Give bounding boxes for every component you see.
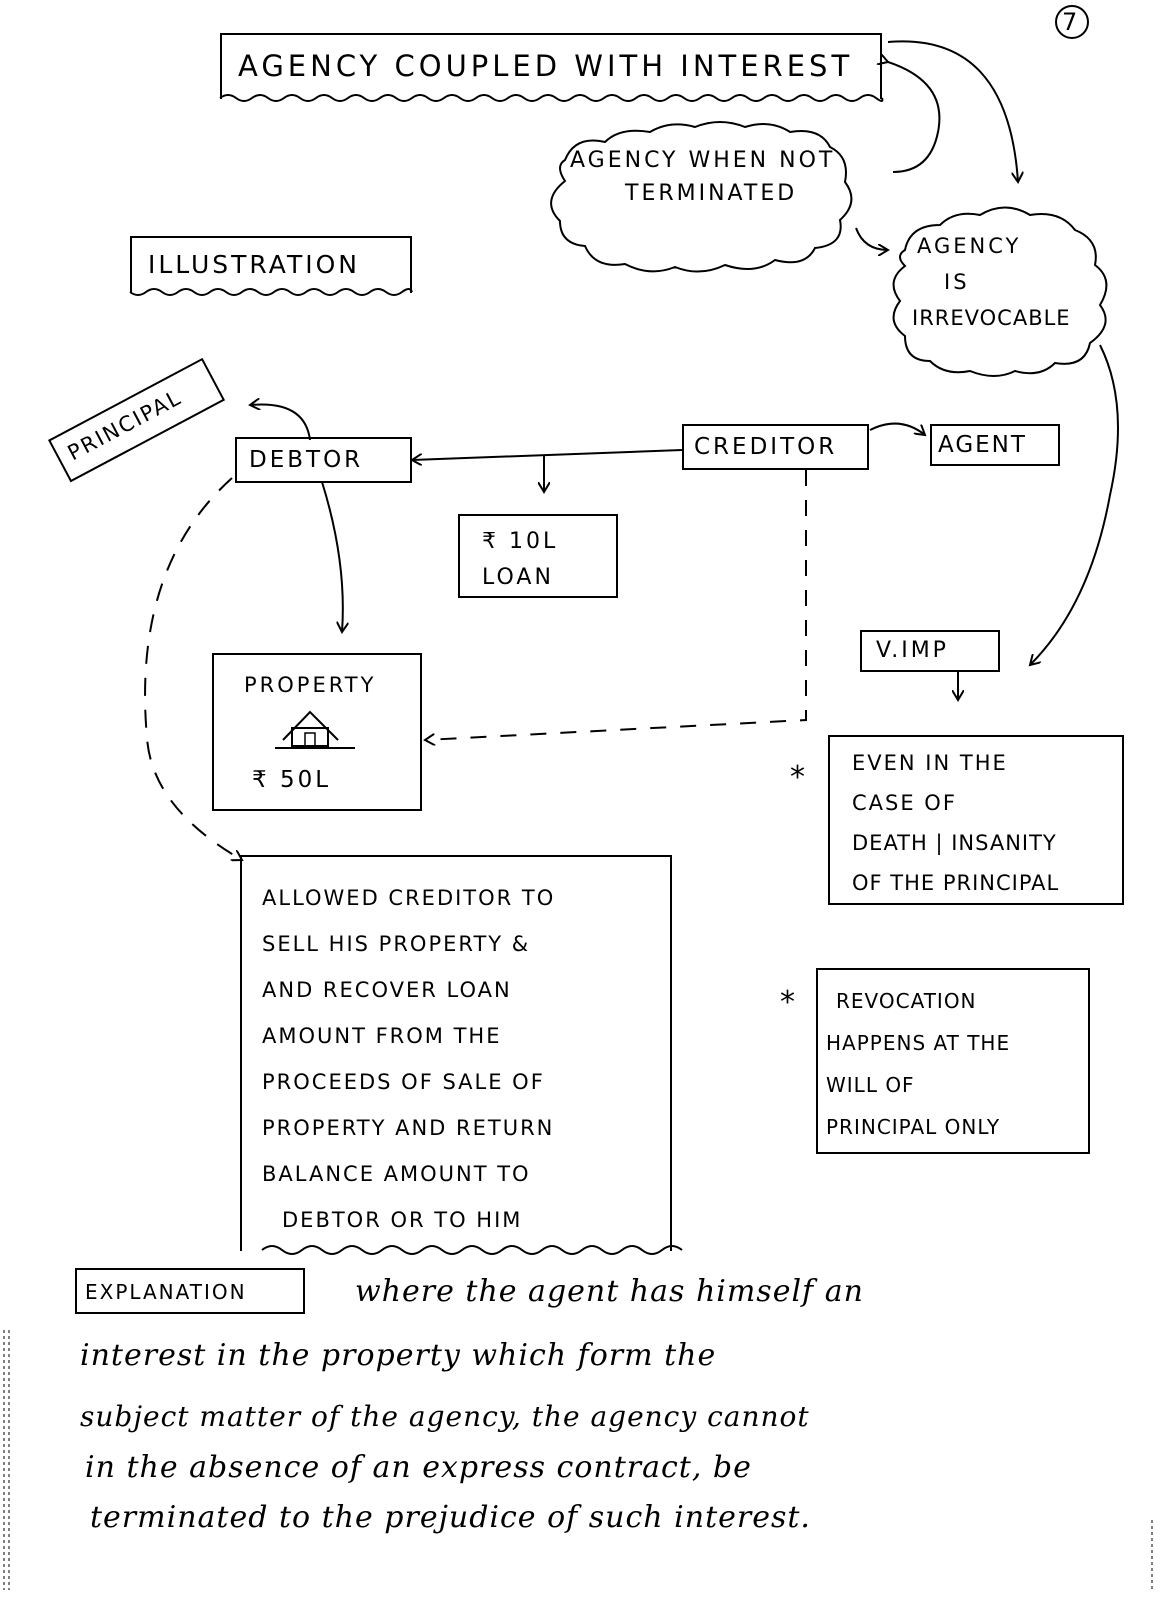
even-line: DEATH | INSANITY xyxy=(852,831,1057,855)
explanation-line-2: interest in the property which form the xyxy=(80,1338,717,1373)
revocation-box: REVOCATION HAPPENS AT THE WILL OF PRINCI… xyxy=(816,968,1090,1154)
page-number: 7 xyxy=(1062,8,1078,36)
title-box: AGENCY COUPLED WITH INTEREST xyxy=(220,33,882,99)
allowed-box: ALLOWED CREDITOR TO SELL HIS PROPERTY & … xyxy=(240,855,672,1251)
cloud-irrevocable-line: IRREVOCABLE xyxy=(912,306,1071,330)
allowed-line: BALANCE AMOUNT TO xyxy=(262,1162,531,1186)
allowed-line: ALLOWED CREDITOR TO xyxy=(262,886,556,910)
allowed-line: PROPERTY AND RETURN xyxy=(262,1116,555,1140)
explanation-line-3: subject matter of the agency, the agency… xyxy=(80,1400,810,1433)
property-box: PROPERTY ₹ 50L xyxy=(212,653,422,811)
agent-label: AGENT xyxy=(938,432,1027,458)
even-box: EVEN IN THE CASE OF DEATH | INSANITY OF … xyxy=(828,735,1124,905)
illustration-wavy-edge xyxy=(129,288,413,296)
illustration-box: ILLUSTRATION xyxy=(130,236,412,293)
cloud-not-terminated-line: TERMINATED xyxy=(625,181,798,206)
star-mark: * xyxy=(780,985,795,1020)
revocation-line: REVOCATION xyxy=(836,989,977,1013)
debtor-label: DEBTOR xyxy=(249,447,364,473)
loan-label: LOAN xyxy=(482,565,554,590)
illustration-label: ILLUSTRATION xyxy=(148,250,360,279)
allowed-text: ALLOWED CREDITOR TO SELL HIS PROPERTY & … xyxy=(262,875,555,1243)
loan-amount: ₹ 10L xyxy=(482,529,559,554)
allowed-line: DEBTOR OR TO HIM xyxy=(282,1208,523,1232)
cloud-not-terminated-line: AGENCY WHEN NOT xyxy=(570,148,836,173)
revocation-line: PRINCIPAL ONLY xyxy=(826,1115,1001,1139)
agent-box: AGENT xyxy=(930,424,1060,466)
cloud-not-terminated-text: AGENCY WHEN NOT TERMINATED xyxy=(570,148,835,206)
star-mark: * xyxy=(790,760,805,795)
property-title: PROPERTY xyxy=(244,673,377,697)
house-icon xyxy=(275,710,355,749)
even-text: EVEN IN THE CASE OF DEATH | INSANITY OF … xyxy=(852,743,1059,903)
vimp-label: V.IMP xyxy=(876,638,949,663)
cloud-irrevocable-outline xyxy=(892,206,1108,377)
explanation-line-4: in the absence of an express contract, b… xyxy=(85,1450,752,1485)
loan-text: ₹ 10L LOAN xyxy=(482,524,558,596)
loan-box: ₹ 10L LOAN xyxy=(458,514,618,598)
allowed-line: AND RECOVER LOAN xyxy=(262,978,512,1002)
even-line: EVEN IN THE xyxy=(852,751,1008,775)
allowed-line: AMOUNT FROM THE xyxy=(262,1024,502,1048)
revocation-text: REVOCATION HAPPENS AT THE WILL OF PRINCI… xyxy=(826,980,1010,1148)
allowed-wavy-edge xyxy=(261,1245,683,1255)
title-wavy-edge xyxy=(219,94,884,102)
allowed-line: PROCEEDS OF SALE OF xyxy=(262,1070,545,1094)
allowed-line: SELL HIS PROPERTY & xyxy=(262,932,531,956)
cloud-irrevocable-line: IS xyxy=(944,270,970,294)
explanation-line-1: where the agent has himself an xyxy=(355,1274,864,1309)
title: AGENCY COUPLED WITH INTEREST xyxy=(238,49,854,83)
revocation-line: HAPPENS AT THE xyxy=(826,1031,1011,1055)
cloud-not-terminated-outline xyxy=(550,121,853,273)
cloud-irrevocable-text: AGENCY IS IRREVOCABLE xyxy=(912,228,1071,336)
revocation-line: WILL OF xyxy=(826,1073,915,1097)
even-line: CASE OF xyxy=(852,791,957,815)
debtor-box: DEBTOR xyxy=(235,437,412,483)
explanation-line-5: terminated to the prejudice of such inte… xyxy=(90,1500,811,1535)
even-line: OF THE PRINCIPAL xyxy=(852,871,1060,895)
page-number-circle xyxy=(1055,5,1089,39)
creditor-box: CREDITOR xyxy=(682,424,869,470)
creditor-label: CREDITOR xyxy=(694,434,838,460)
explanation-label: EXPLANATION xyxy=(85,1280,247,1304)
explanation-box: EXPLANATION xyxy=(75,1268,305,1314)
cloud-irrevocable-line: AGENCY xyxy=(917,234,1022,258)
vimp-box: V.IMP xyxy=(860,630,1000,672)
property-value: ₹ 50L xyxy=(252,767,332,793)
